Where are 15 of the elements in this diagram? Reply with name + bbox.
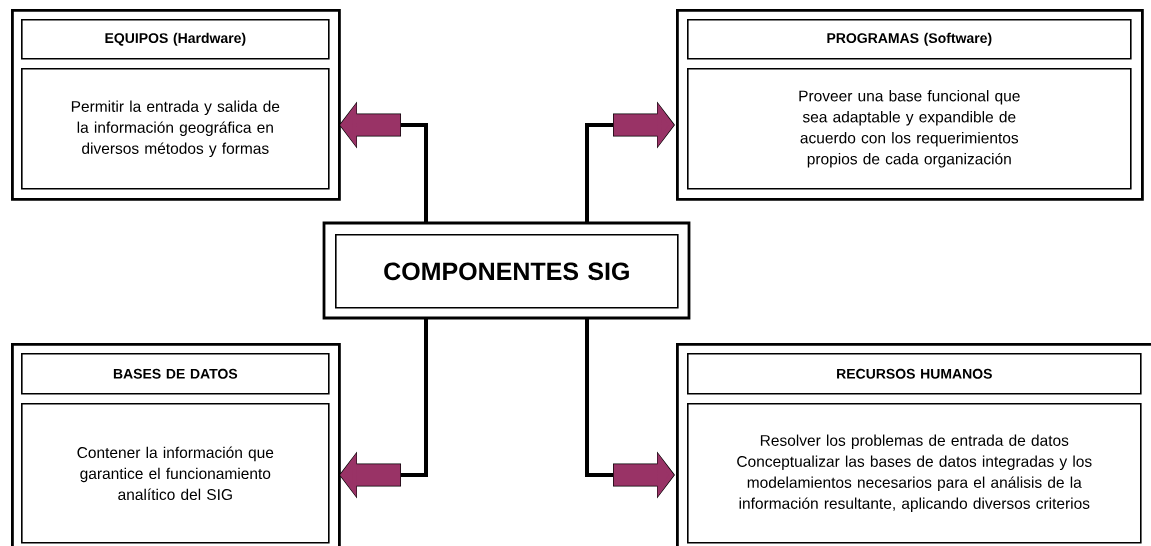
text-box: Permitir la entrada y salida de la información geográfica en diversos métodos y formas: [21, 68, 330, 190]
arrow: [339, 318, 428, 499]
outer-frame: [11, 9, 341, 201]
text-box: Contener la información que garantice el funcionamiento analítico del SIG: [21, 403, 330, 544]
outer-frame: [676, 343, 1151, 546]
header-box: BASES DE DATOS: [21, 353, 330, 395]
text-box: Proveer una base funcional que sea adaptable y expandible de acuerdo con los requerimientos propios de cada organización: [687, 68, 1132, 190]
title-box: COMPONENTES SIG: [322, 221, 691, 320]
header-box: RECURSOS HUMANOS: [687, 353, 1142, 395]
outer-frame: [11, 343, 341, 546]
outer-frame: [676, 9, 1144, 201]
arrow: [585, 101, 675, 223]
header-box: PROGRAMAS (Software): [687, 19, 1132, 60]
text-box: Resolver los problemas de entrada de datos Conceptualizar las bases de datos integradas y los modelamientos necesarios para el análisis de la información resultante, aplicando diversos criterios: [687, 403, 1142, 544]
header-box: EQUIPOS (Hardware): [21, 19, 330, 60]
